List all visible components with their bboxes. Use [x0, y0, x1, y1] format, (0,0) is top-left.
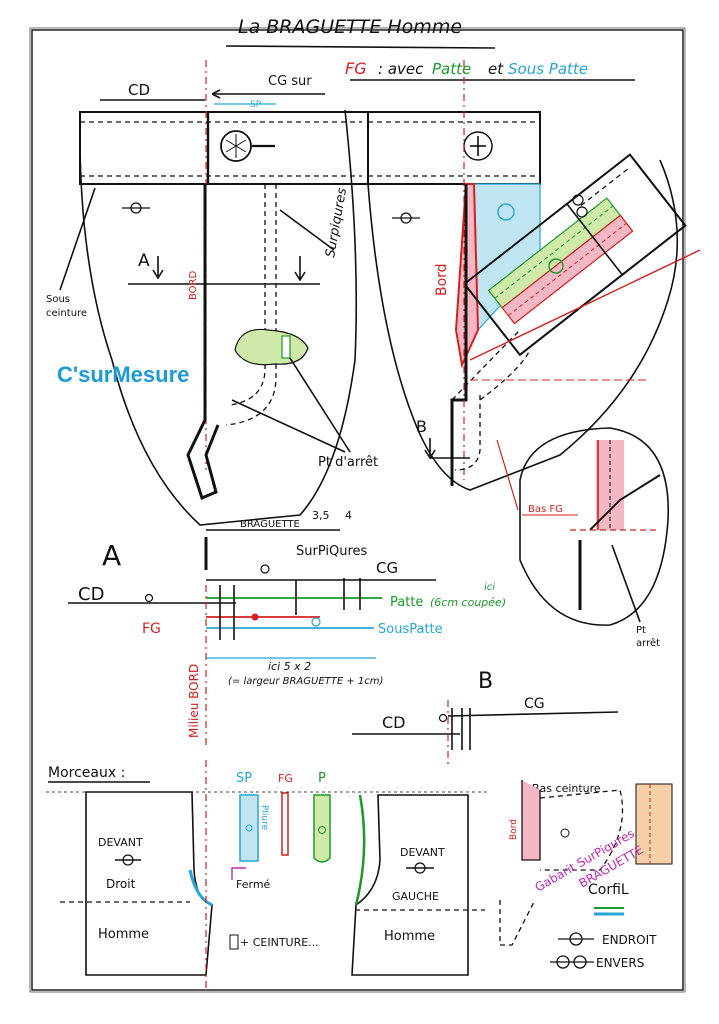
piece-ceinture: + CEINTURE... — [240, 936, 319, 949]
a-cd: CD — [78, 584, 104, 605]
devant-droit-2: Droit — [106, 877, 136, 891]
tl-surpiqures: Surpiqures — [323, 187, 350, 259]
a-cg: CG — [376, 559, 398, 577]
a-surpiqures: SurPiQures — [296, 544, 368, 559]
a-ici-5x2: ici 5 x 2 — [268, 660, 311, 673]
b-cd: CD — [382, 713, 406, 732]
a-dim-4: 4 — [345, 509, 352, 522]
devant-gauche-3: Homme — [384, 929, 435, 944]
tl-sous: Sous — [46, 294, 70, 305]
legend-avec: : avec — [378, 60, 424, 78]
devant-gauche-1: DEVANT — [400, 846, 445, 859]
top-left-drawing: CD CG sur SP A BORD Surpiqures Sous cein… — [46, 60, 378, 526]
a-patte-note: (6cm coupée) — [430, 596, 506, 609]
piece-pliure: Pliure — [259, 805, 269, 831]
b-letter: B — [478, 669, 493, 694]
legend-et: et — [488, 60, 504, 78]
page-frame-inner — [29, 27, 686, 993]
tl-cg-sur: CG sur — [268, 74, 312, 89]
devant-gauche-2: GAUCHE — [392, 890, 439, 903]
envers-symbol-icon — [550, 955, 594, 969]
piece-p: P — [318, 771, 326, 786]
a-patte: Patte — [390, 595, 423, 610]
tl-sp: SP — [250, 100, 262, 110]
page-frame — [31, 29, 684, 991]
a-sous-patte: SousPatte — [378, 622, 443, 637]
tl-pt-arret: Pt d'arrêt — [318, 455, 378, 470]
buttonhole-symbol-icon — [122, 202, 150, 214]
piece-fg: FG — [278, 772, 293, 785]
detail-bas-fg: Bas FG — [528, 504, 563, 515]
legend-line: FG : avec Patte et Sous Patte — [345, 59, 635, 81]
a-letter: A — [102, 539, 121, 572]
legend-fg: FG — [345, 59, 367, 78]
a-note: (= largeur BRAGUETTE + 1cm) — [228, 676, 383, 687]
watermark: C'surMesure — [57, 362, 189, 387]
section-b: B CG CD — [352, 669, 619, 768]
a-milieu-bord: Milieu BORD — [187, 664, 201, 738]
b-cg: CG — [524, 696, 545, 712]
a-braguette: BRAGUETTE — [240, 519, 300, 530]
a-fg: FG — [142, 621, 161, 637]
tl-bord: BORD — [188, 270, 199, 300]
detail-pt: Pt — [636, 625, 646, 636]
title-underline — [225, 45, 496, 49]
page-title: La BRAGUETTE Homme — [238, 16, 462, 38]
pieces-section: Morceaux : DEVANT Droit Homme SP Pliure … — [46, 760, 490, 990]
cordon-label: CorfiL — [588, 882, 629, 898]
endroit-symbol-icon — [558, 932, 594, 946]
bas-ceinture: Bas ceinture — [532, 782, 601, 795]
detail-arret: arrêt — [636, 637, 660, 649]
symbol-key: ENDROIT ENVERS — [550, 932, 657, 970]
a-dim-35: 3,5 — [312, 509, 330, 522]
a-ici: ici — [484, 582, 495, 593]
devant-droit-3: Homme — [98, 927, 149, 942]
section-a: A BRAGUETTE 3,5 4 SurPiQures CG CD Patte… — [68, 509, 506, 745]
morceaux-heading: Morceaux : — [48, 765, 125, 781]
key-envers: ENVERS — [596, 956, 644, 970]
gabarit-area: Bas ceinture Bord Gabarit SurPiqures BRA… — [499, 780, 673, 946]
top-right-drawing: Bord B — [367, 60, 701, 511]
devant-droit-1: DEVANT — [98, 836, 143, 849]
tr-b: B — [416, 417, 427, 436]
legend-sous-patte: Sous Patte — [508, 60, 588, 78]
piece-sp: SP — [236, 771, 252, 786]
tl-a: A — [138, 251, 150, 271]
tr-bord: Bord — [434, 263, 450, 296]
key-endroit: ENDROIT — [602, 933, 657, 947]
piece-ferme: Fermé — [236, 878, 271, 891]
detail-circle: Bas FG Pt arrêt — [519, 427, 670, 649]
tl-ceinture: ceinture — [46, 308, 87, 319]
tl-cd: CD — [128, 81, 150, 99]
legend-patte: Patte — [432, 60, 471, 78]
gab-bord: Bord — [509, 819, 519, 840]
